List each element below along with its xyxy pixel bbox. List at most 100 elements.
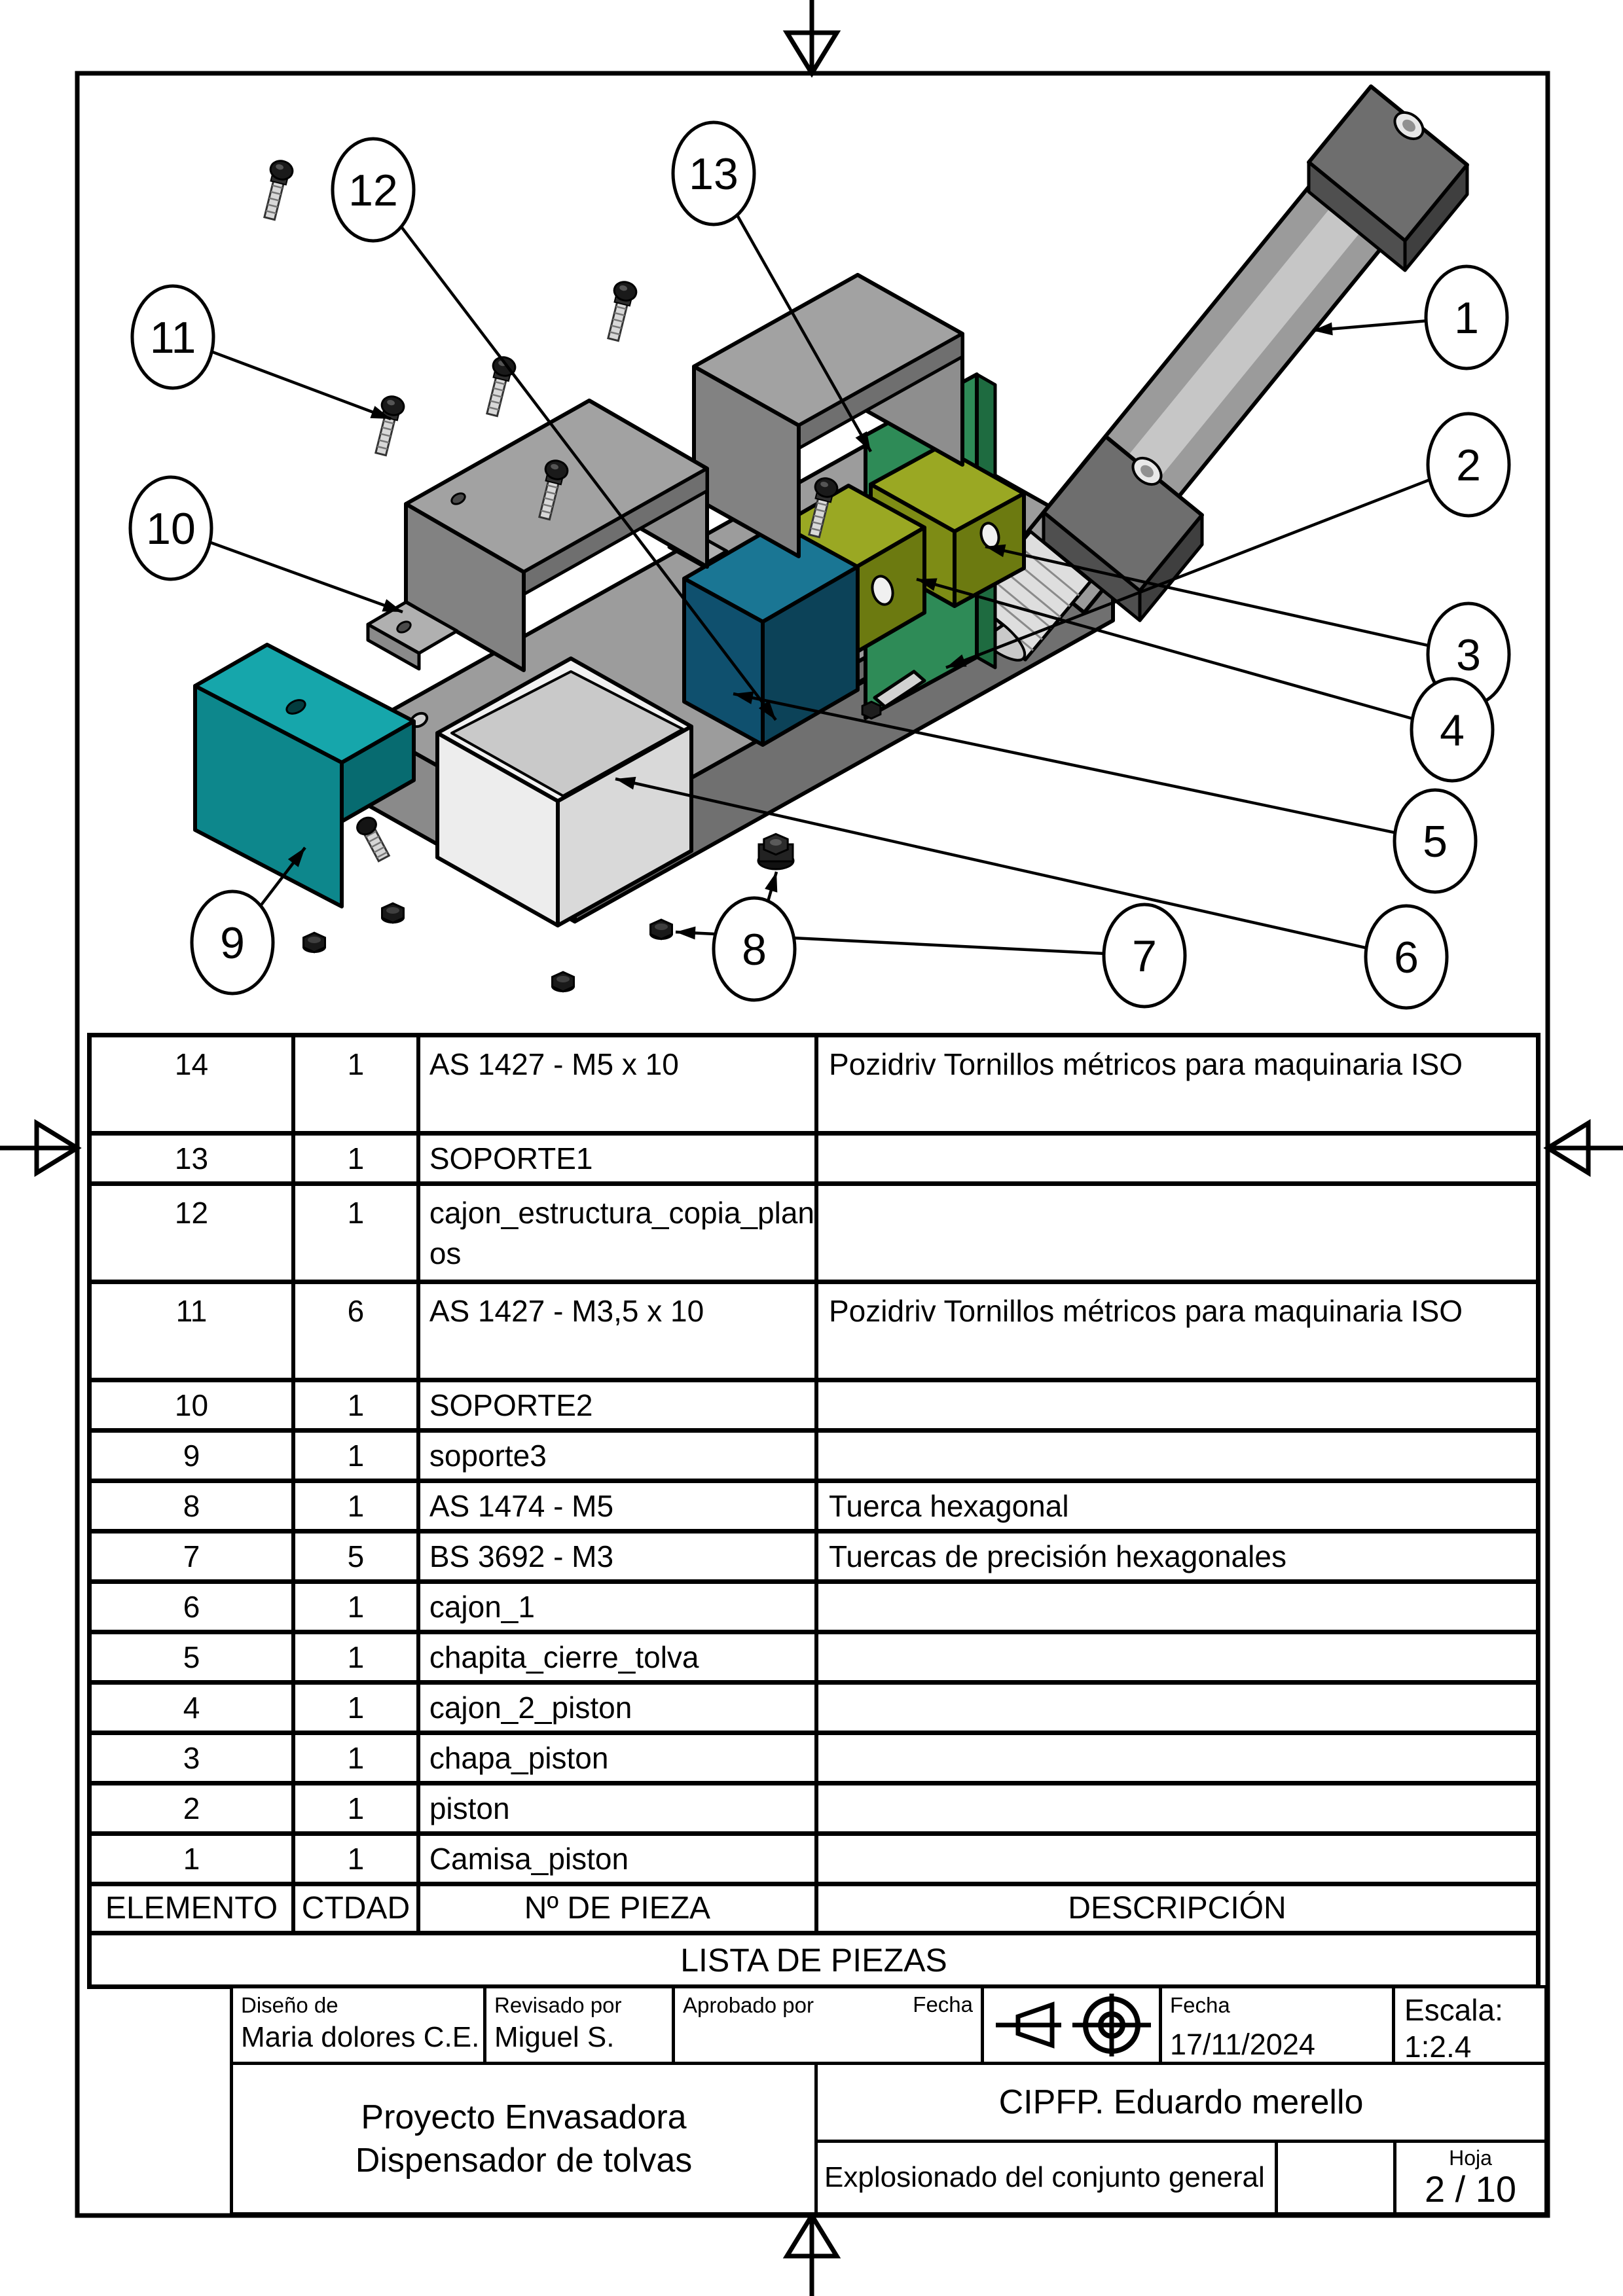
part-balloon-5: 5 — [1393, 788, 1478, 894]
leader-arrowhead — [615, 776, 636, 790]
part-balloon-6: 6 — [1364, 904, 1449, 1010]
cell-elemento: 8 — [92, 1483, 296, 1529]
screw — [486, 356, 517, 418]
cell-pieza: AS 1427 - M5 x 10 — [420, 1037, 818, 1131]
cell-descripcion: Tuerca hexagonal — [829, 1489, 1069, 1523]
edge-line — [400, 226, 777, 721]
edge-line — [733, 692, 1396, 834]
svg-text:6: 6 — [1394, 933, 1419, 982]
date-cell: Fecha 17/11/2024 — [1159, 1985, 1395, 2065]
cell-pieza: AS 1474 - M5 — [420, 1483, 818, 1529]
cell-descripcion: Pozidriv Tornillos métricos para maquina… — [829, 1294, 1463, 1328]
cell-elemento: 1 — [92, 1836, 296, 1882]
edge-line — [209, 541, 403, 614]
designed-by-label: Diseño de — [241, 1993, 338, 2017]
cell-elemento: 10 — [92, 1382, 296, 1428]
parts-list-title-row: LISTA DE PIEZAS — [92, 1935, 1536, 1984]
cell-ctdad: 6 — [295, 1284, 420, 1378]
cell-elemento: 5 — [92, 1634, 296, 1680]
cell-elemento: 12 — [92, 1186, 296, 1280]
approved-by-value — [675, 2018, 981, 2021]
cell-descripcion — [818, 1382, 1536, 1428]
edge-line — [735, 214, 872, 453]
cell-descripcion: Tuercas de precisión hexagonales — [829, 1539, 1286, 1573]
cell-descripcion — [818, 1785, 1536, 1831]
cell-descripcion — [818, 1433, 1536, 1479]
screw — [607, 281, 638, 342]
svg-text:2: 2 — [1456, 440, 1481, 490]
screw — [538, 459, 569, 521]
scale-label: Escala: — [1404, 1993, 1503, 2027]
cell-ctdad: 1 — [295, 1584, 420, 1630]
nut-facet — [556, 976, 570, 982]
parts-list-title: LISTA DE PIEZAS — [680, 1941, 947, 1979]
soporte2-hole — [450, 492, 466, 505]
leader-arrowhead — [855, 431, 871, 452]
nut-facet — [655, 924, 668, 930]
sheet-label: Hoja — [1449, 2146, 1492, 2170]
cell-elemento: 14 — [92, 1037, 296, 1131]
cell-ctdad: 1 — [295, 1382, 420, 1428]
cell-pieza: BS 3692 - M3 — [420, 1534, 818, 1579]
cell-descripcion — [818, 1634, 1536, 1680]
svg-text:9: 9 — [220, 918, 245, 968]
clamp-hole-inner — [1140, 465, 1154, 478]
part-balloon-1: 1 — [1424, 264, 1509, 370]
svg-text:1: 1 — [1454, 293, 1479, 343]
svg-text:4: 4 — [1440, 706, 1465, 755]
organization-cell: CIPFP. Eduardo merello — [814, 2062, 1548, 2143]
designed-by-value: Maria dolores C.E. — [241, 2021, 480, 2053]
cell-pieza: SOPORTE2 — [420, 1382, 818, 1428]
svg-text:12: 12 — [348, 166, 398, 215]
leader-arrowhead — [1313, 322, 1333, 336]
cell-elemento: 4 — [92, 1685, 296, 1731]
cell-ctdad: 1 — [295, 1037, 420, 1131]
nut-facet — [386, 907, 399, 914]
cell-elemento: 3 — [92, 1735, 296, 1781]
clamp-face — [1403, 163, 1469, 272]
project-title-line2: Dispensador de tolvas — [355, 2141, 693, 2179]
cell-ctdad: 5 — [295, 1534, 420, 1579]
cell-pieza: cajon_2_piston — [420, 1685, 818, 1731]
reviewed-by-value: Miguel S. — [494, 2021, 615, 2053]
cell-ctdad: 1 — [295, 1785, 420, 1831]
cell-ctdad: 1 — [295, 1735, 420, 1781]
flanged-nut-facet — [770, 839, 782, 846]
cell-pieza: piston — [420, 1785, 818, 1831]
drawing-title: Explosionado del conjunto general — [824, 2161, 1265, 2193]
part-balloon-12: 12 — [331, 137, 416, 243]
leader-arrowhead — [758, 700, 776, 720]
cajon2-hole — [871, 575, 894, 606]
column-header: Nº DE PIEZA — [420, 1886, 818, 1931]
edge-line — [916, 577, 1413, 721]
cell-pieza: cajon_1 — [420, 1584, 818, 1630]
flange-hole — [396, 620, 412, 634]
leader-arrowhead — [765, 872, 778, 893]
cell-descripcion — [818, 1836, 1536, 1882]
cell-ctdad: 1 — [295, 1634, 420, 1680]
cell-elemento: 6 — [92, 1584, 296, 1630]
approved-by-label: Aprobado por — [683, 1993, 814, 2017]
part-balloon-9: 9 — [190, 889, 275, 996]
column-header: DESCRIPCIÓN — [1068, 1891, 1286, 1926]
soporte3-screw — [356, 816, 391, 863]
cell-pieza: SOPORTE1 — [420, 1136, 818, 1181]
edge-line — [985, 545, 1429, 647]
date-label: Fecha — [1170, 1993, 1230, 2017]
cell-elemento: 13 — [92, 1136, 296, 1181]
sheet-number: 2 / 10 — [1424, 2168, 1517, 2210]
cell-ctdad: 1 — [295, 1186, 420, 1280]
edge-line — [615, 777, 1367, 950]
svg-text:7: 7 — [1132, 931, 1157, 981]
edge-line — [1018, 545, 1080, 596]
